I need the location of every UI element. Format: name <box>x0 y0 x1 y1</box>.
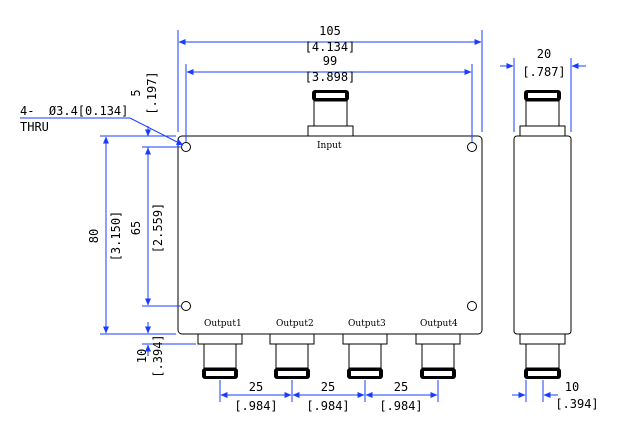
dim-65-inch: [2.559] <box>151 203 165 254</box>
dim-99-value: 99 <box>323 54 337 68</box>
dim-99-inch: [3.898] <box>305 70 356 84</box>
output-label-3: Output3 <box>348 319 386 329</box>
output-connector-4 <box>415 333 461 379</box>
hole-spec: 4- Ø3.4[0.134] <box>20 104 128 118</box>
dim-5-value: 5 <box>129 89 143 96</box>
dim-pitch-3-inch: [.984] <box>379 399 422 413</box>
dim-pitch-3-value: 25 <box>394 380 408 394</box>
output-connector-3 <box>342 333 388 379</box>
dim-10-side-value: 10 <box>565 380 579 394</box>
dimension-labels: 105 [4.134] 99 [3.898] 5 [.197] 4- Ø3.4[… <box>20 24 599 413</box>
side-view <box>513 90 572 379</box>
hole-spec-note: THRU <box>20 120 49 134</box>
dim-10-bottom-value: 10 <box>135 349 149 363</box>
output-label-4: Output4 <box>420 319 458 329</box>
mounting-hole-bl <box>181 301 191 311</box>
dim-pitch-1-inch: [.984] <box>234 399 277 413</box>
dim-80-inch: [3.150] <box>109 211 123 262</box>
dim-80-value: 80 <box>87 229 101 243</box>
dim-105-inch: [4.134] <box>305 40 356 54</box>
input-connector <box>307 90 354 137</box>
dim-65-value: 65 <box>129 221 143 235</box>
dim-pitch-2-inch: [.984] <box>306 399 349 413</box>
side-body <box>513 135 572 335</box>
mounting-hole-br <box>467 301 477 311</box>
splitter-body <box>177 135 483 335</box>
dim-10-bottom-inch: [.394] <box>151 334 165 377</box>
dim-5-inch: [.197] <box>145 71 159 114</box>
input-label: Input <box>317 141 342 151</box>
front-view: Input Output1 Output2 Output3 Output4 <box>177 90 483 379</box>
dim-pitch-2-value: 25 <box>321 380 335 394</box>
output-label-2: Output2 <box>276 319 314 329</box>
dim-pitch-1-value: 25 <box>249 380 263 394</box>
output-label-1: Output1 <box>204 319 242 329</box>
dim-20-value: 20 <box>537 47 551 61</box>
mounting-hole-tr <box>467 142 477 152</box>
dim-105-value: 105 <box>319 24 341 38</box>
output-connector-2 <box>269 333 315 379</box>
dim-20-inch: [.787] <box>522 65 565 79</box>
dim-10-side-inch: [.394] <box>555 397 598 411</box>
dimension-lines <box>20 30 586 402</box>
mounting-hole-tl <box>181 142 191 152</box>
output-connector-1 <box>197 333 243 379</box>
